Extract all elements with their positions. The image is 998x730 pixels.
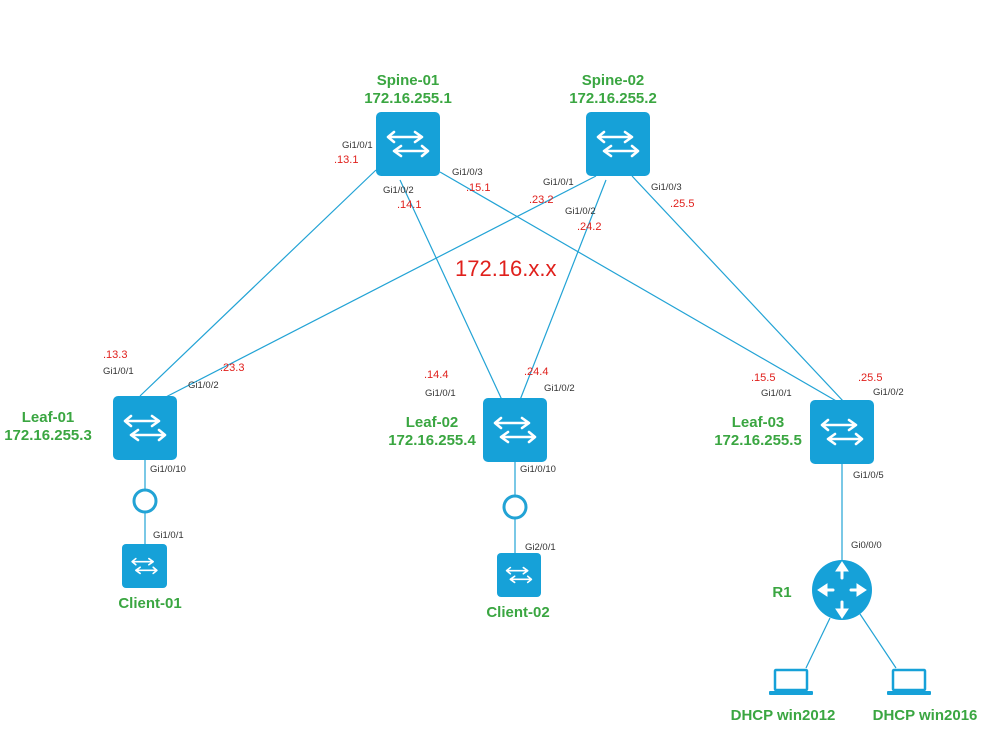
device-ip: 172.16.255.1 [364, 90, 452, 107]
port-label: Gi1/0/3 [651, 182, 682, 193]
device-name: R1 [772, 584, 791, 601]
ip-label: .25.5 [670, 198, 694, 210]
link-spine01-leaf01 [139, 169, 377, 397]
ip-label: .14.4 [424, 369, 448, 381]
links [139, 169, 897, 669]
ip-label: .24.2 [577, 221, 601, 233]
port-label: Gi1/0/1 [761, 388, 792, 399]
device-leaf-01[interactable]: Leaf-01 172.16.255.3 [4, 396, 177, 460]
port-label: Gi1/0/2 [565, 206, 596, 217]
device-name: Spine-01 [377, 72, 440, 89]
port-label: Gi1/0/2 [544, 383, 575, 394]
link-spine01-leaf03 [439, 171, 839, 403]
router-icon [812, 560, 872, 620]
ip-labels: .13.1 .14.1 .15.1 .23.2 .24.2 .25.5 .13.… [103, 154, 882, 384]
ip-label: .13.3 [103, 349, 127, 361]
device-name: DHCP win2016 [873, 707, 978, 724]
device-ip: 172.16.255.4 [388, 432, 476, 449]
device-ip: 172.16.255.3 [4, 427, 92, 444]
ip-label: .23.3 [220, 362, 244, 374]
link-r1-dhcp2012 [805, 617, 831, 669]
device-name: DHCP win2012 [731, 707, 836, 724]
ip-label: .24.4 [524, 366, 548, 378]
device-client-02[interactable]: Client-02 [486, 553, 550, 621]
device-leaf-02[interactable]: Leaf-02 172.16.255.4 [388, 398, 547, 462]
switch-icon [376, 112, 440, 176]
port-label: Gi2/0/1 [525, 542, 556, 553]
device-spine-01[interactable]: Spine-01 172.16.255.1 [364, 72, 452, 176]
link-spine01-leaf02 [399, 179, 503, 401]
device-name: Leaf-03 [732, 414, 785, 431]
ip-label: .15.1 [466, 182, 490, 194]
laptop-icon [887, 668, 931, 695]
device-name: Client-02 [486, 604, 549, 621]
device-name: Spine-02 [582, 72, 645, 89]
link-spine02-leaf01 [159, 175, 597, 401]
ip-label: .14.1 [397, 199, 421, 211]
device-ip: 172.16.255.5 [714, 432, 802, 449]
device-dhcp-win2016[interactable]: DHCP win2016 [873, 668, 978, 724]
port-label: Gi1/0/2 [383, 185, 414, 196]
device-name: Leaf-01 [22, 409, 75, 426]
port-label: Gi1/0/1 [342, 140, 373, 151]
switch-icon [113, 396, 177, 460]
ip-label: .13.1 [334, 154, 358, 166]
port-label: Gi0/0/0 [851, 540, 882, 551]
device-dhcp-win2012[interactable]: DHCP win2012 [731, 668, 836, 724]
device-name: Leaf-02 [406, 414, 459, 431]
link-r1-dhcp2016 [859, 613, 897, 669]
port-label: Gi1/0/1 [103, 366, 134, 377]
ip-label: .25.5 [858, 372, 882, 384]
switch-icon [122, 544, 167, 588]
device-client-01[interactable]: Client-01 [118, 544, 182, 612]
port-label: Gi1/0/1 [153, 530, 184, 541]
port-label: Gi1/0/1 [543, 177, 574, 188]
port-label: Gi1/0/2 [873, 387, 904, 398]
device-r1[interactable]: R1 [772, 560, 872, 620]
port-label: Gi1/0/3 [452, 167, 483, 178]
loop-marker-leaf01 [132, 488, 158, 514]
port-label: Gi1/0/2 [188, 380, 219, 391]
device-name: Client-01 [118, 595, 181, 612]
loop-marker-leaf02 [502, 494, 528, 520]
device-spine-02[interactable]: Spine-02 172.16.255.2 [569, 72, 657, 176]
link-spine02-leaf02 [519, 179, 607, 401]
device-leaf-03[interactable]: Leaf-03 172.16.255.5 [714, 400, 874, 464]
laptop-icon [769, 668, 813, 695]
switch-icon [586, 112, 650, 176]
ip-label: .15.5 [751, 372, 775, 384]
port-label: Gi1/0/10 [520, 464, 556, 475]
device-ip: 172.16.255.2 [569, 90, 657, 107]
ip-label: .23.2 [529, 194, 553, 206]
port-label: Gi1/0/10 [150, 464, 186, 475]
network-subnet-label: 172.16.x.x [455, 256, 557, 281]
port-label: Gi1/0/1 [425, 388, 456, 399]
port-label: Gi1/0/5 [853, 470, 884, 481]
link-spine02-leaf03 [631, 175, 845, 403]
port-labels: Gi1/0/1 Gi1/0/2 Gi1/0/3 Gi1/0/1 Gi1/0/2 … [103, 140, 904, 553]
switch-icon [483, 398, 547, 462]
switch-icon [810, 400, 874, 464]
switch-icon [497, 553, 541, 597]
